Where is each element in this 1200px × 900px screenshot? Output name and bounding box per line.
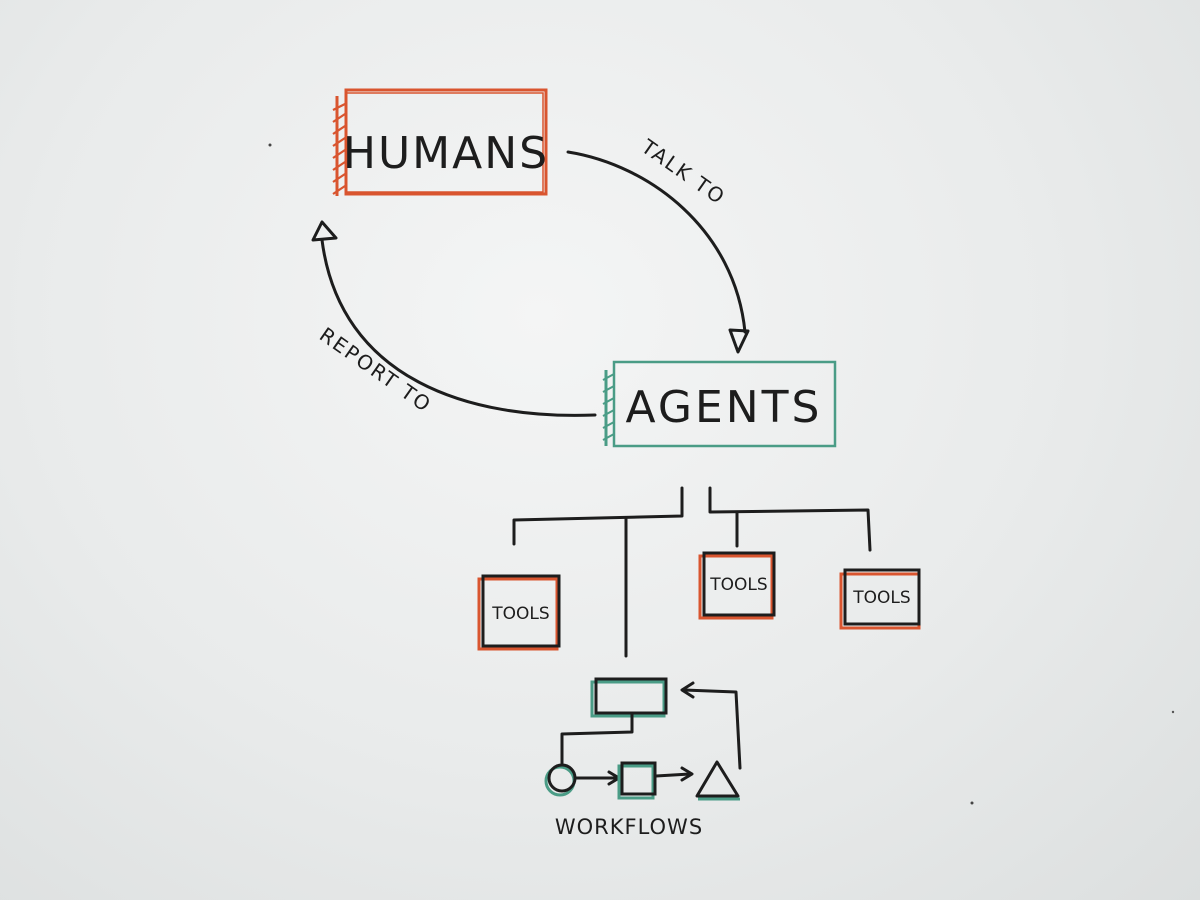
workflow-process-square-accent [617,764,655,800]
workflow-step-box-accent [590,680,666,718]
talk-to-arrow-line [566,150,747,334]
workflow-process-square [620,761,657,796]
tool-node-1: TOOLS [477,574,561,651]
humans-accent-hatch [332,96,346,196]
tool-node-3: TOOLS [839,568,921,630]
tool-box [702,551,776,617]
workflow-arrowhead-icon [680,681,695,699]
tool-box [481,574,561,648]
workflow-decision-triangle [695,760,740,798]
report-to-label: REPORT TO [315,322,436,417]
workflow-start-circle [547,763,577,793]
board-speck [970,801,974,805]
workflows-node: WORKFLOWS [544,677,742,839]
workflow-connector [654,772,692,778]
report-to-edge: REPORT TO [311,220,597,417]
report-to-arrow-line [320,238,597,417]
tool-box-accent [698,554,774,620]
tool-node-2: TOOLS [698,551,776,620]
workflow-connector [560,712,634,768]
report-to-arrowhead-icon [311,220,338,242]
tool-box-accent [477,577,559,651]
tool-label: TOOLS [491,604,549,624]
humans-box [345,92,544,193]
humans-label: HUMANS [343,128,549,179]
agents-accent-hatch [602,370,615,446]
agents-box [612,360,837,448]
humans-node: HUMANS [332,88,549,196]
tool-label: TOOLS [852,588,910,608]
board-speck [1171,710,1175,714]
workflow-loop-connector [682,688,742,770]
workflow-step-box [594,677,668,715]
agents-node: AGENTS [602,360,837,448]
agents-label: AGENTS [626,382,823,433]
talk-to-edge: TALK TO [566,134,750,354]
workflow-arrowhead-icon [680,766,694,782]
workflows-label: WORKFLOWS [555,815,703,839]
board-speck [268,143,272,147]
agents-tree-connectors [512,486,872,658]
talk-to-arrowhead-icon [728,328,750,354]
tool-label: TOOLS [709,575,767,595]
tool-box [843,568,921,626]
talk-to-label: TALK TO [636,134,730,210]
